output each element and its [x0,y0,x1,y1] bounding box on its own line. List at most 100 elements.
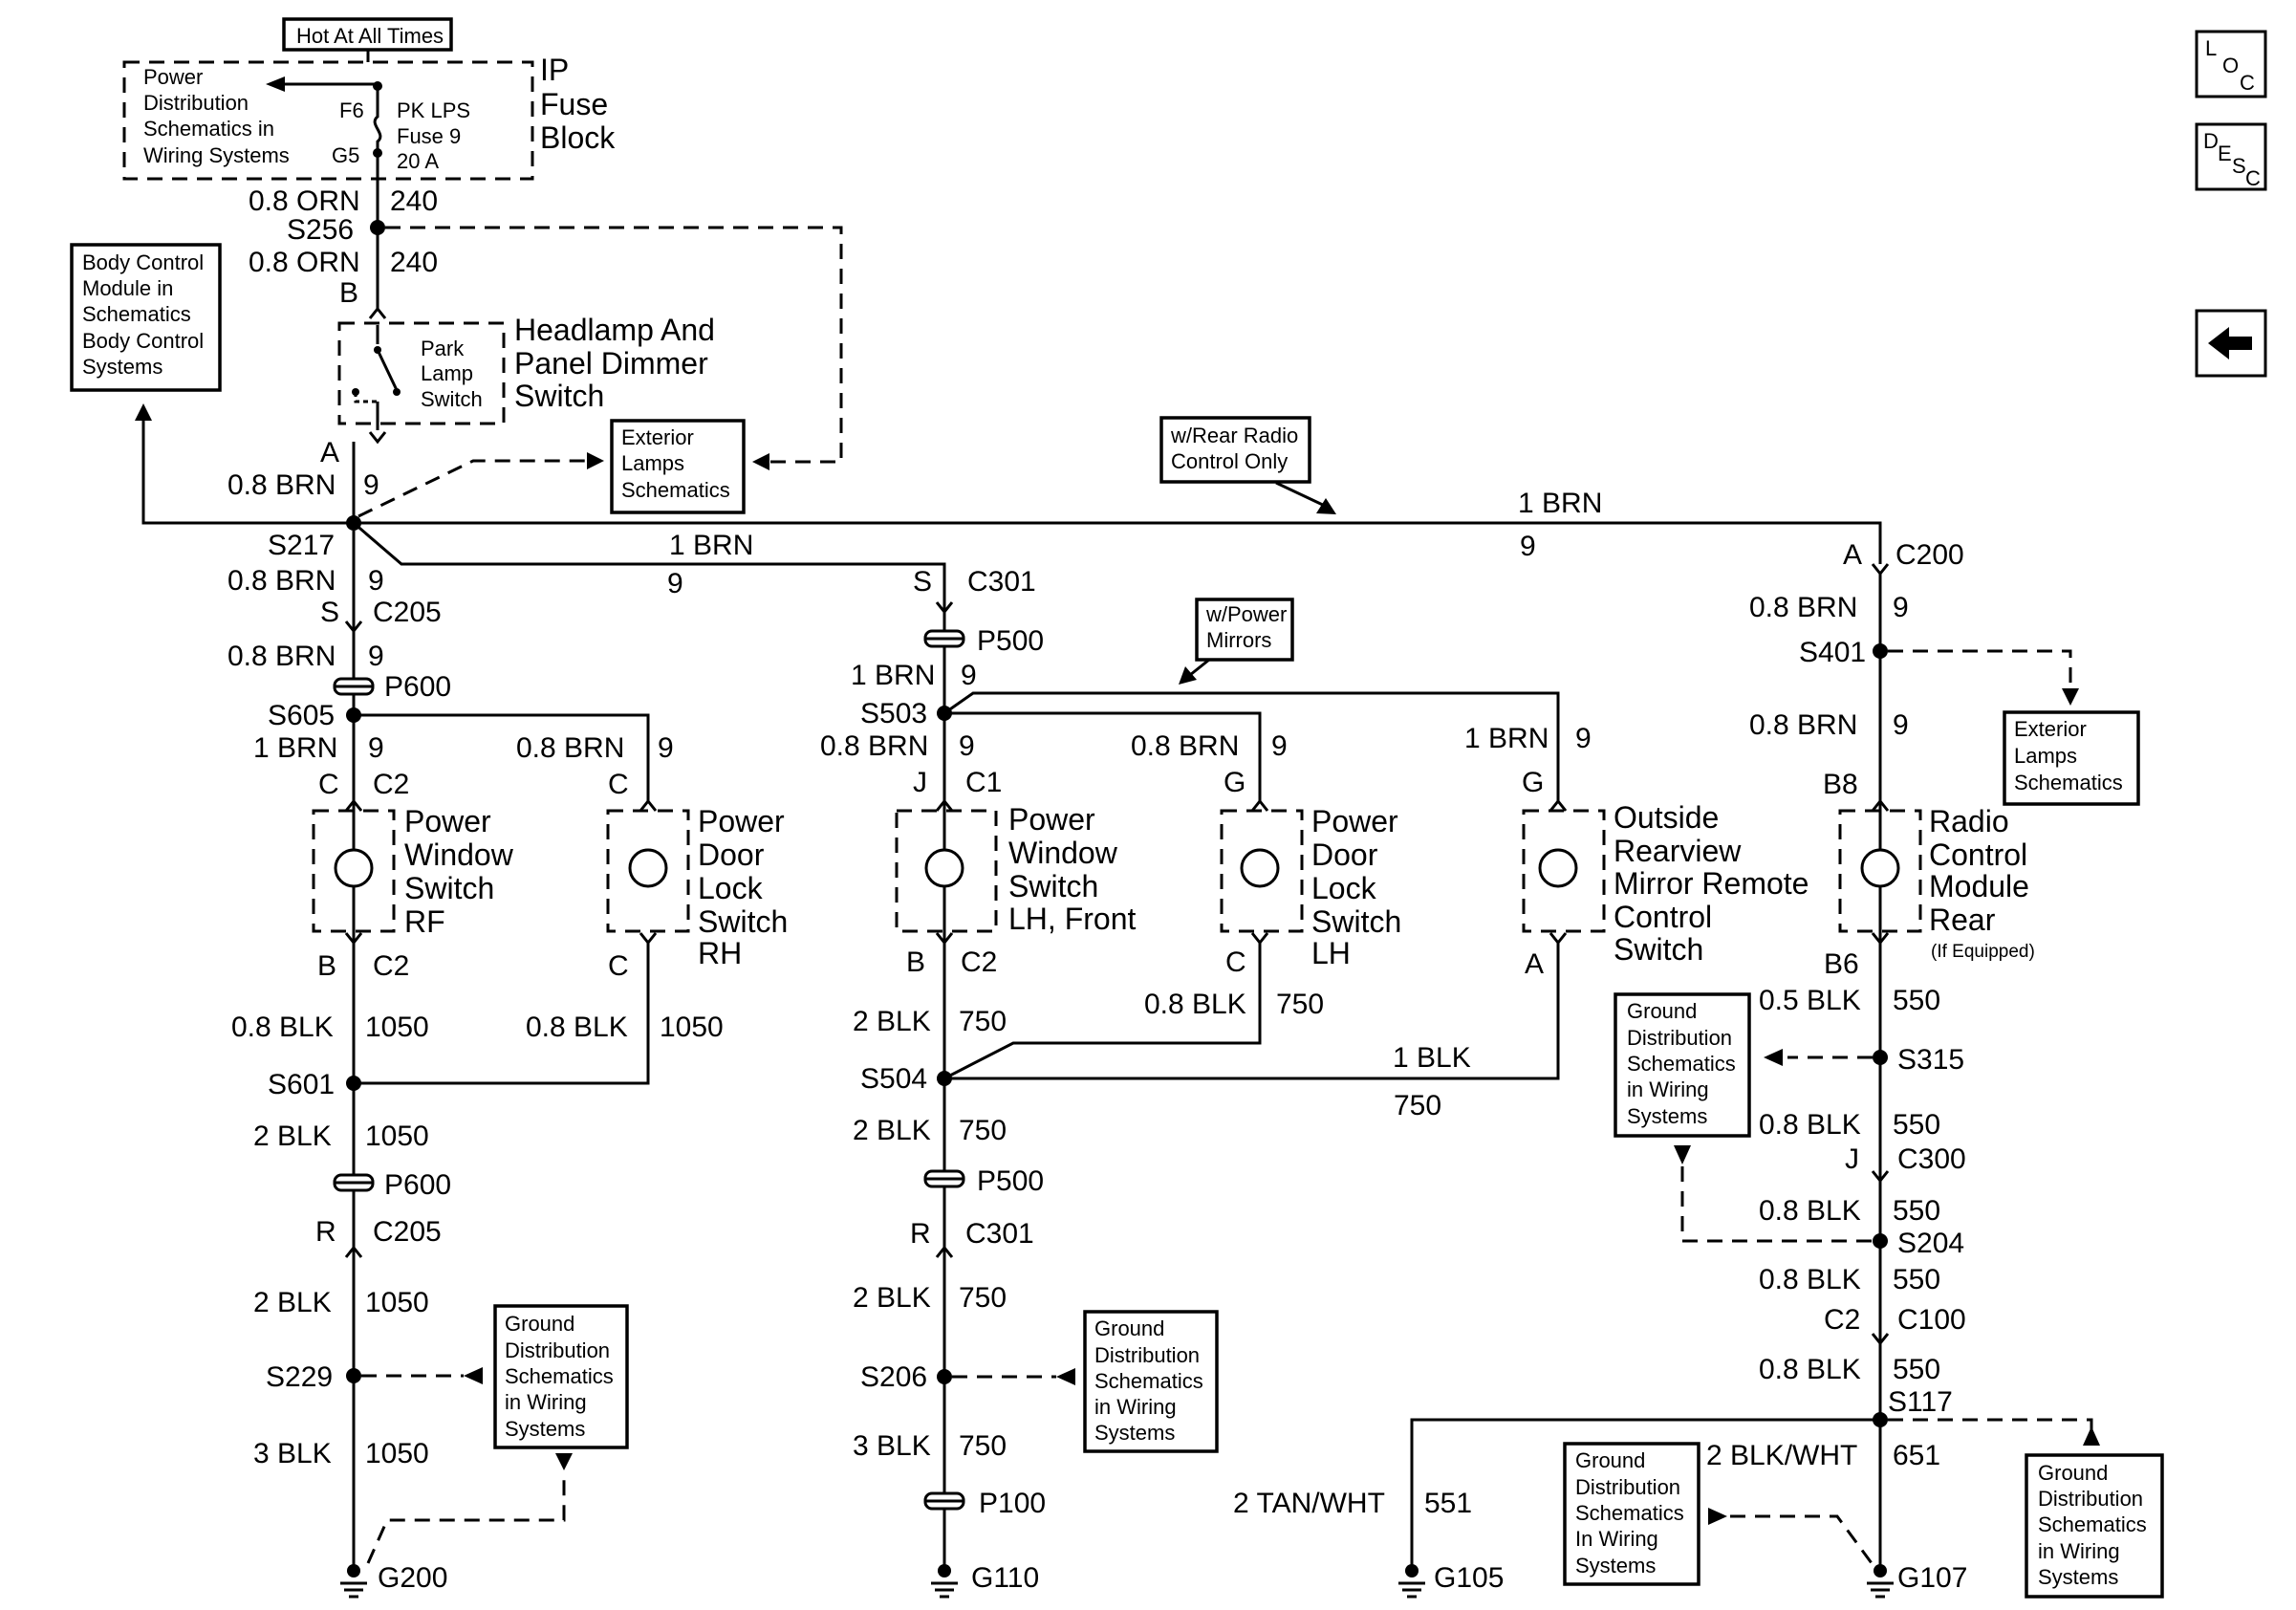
description-button[interactable]: D E S C [2195,122,2267,191]
svg-text:Lamps: Lamps [621,451,684,475]
switch-icon [924,848,964,888]
power-mirrors-option-box [1195,598,1294,662]
svg-text:In Wiring: In Wiring [1575,1527,1658,1551]
ground-label: G200 [378,1562,447,1594]
connector-icon [935,798,954,812]
circuit-label: 551 [1424,1488,1472,1519]
svg-text:LH: LH [1311,936,1351,970]
connector-label: C1 [965,767,1002,798]
park-lamp-switch-label: Park Lamp Switch [421,337,483,411]
arrow-right-icon [587,452,604,469]
pin-label: C [608,950,629,982]
connector-icon [1871,932,1890,946]
outside-mirror-remote-switch [1522,809,1606,933]
circuit-label: 9 [1893,592,1909,623]
wire-label: 1 BRN [1518,488,1602,519]
hot-at-all-times-label: Hot At All Times [296,24,444,48]
svg-text:Door: Door [1311,838,1378,872]
connector-icon [935,601,954,615]
svg-text:RH: RH [698,936,742,970]
pass-through-p500 [923,629,965,648]
svg-text:Switch: Switch [404,871,494,905]
ground-icon [931,1564,958,1599]
pass-through-p100 [923,1491,965,1511]
pin-label: R [315,1216,336,1248]
splice-s401 [1873,643,1888,659]
circuit-label: 9 [368,565,384,597]
switch-icon [334,848,374,888]
splice-label: S503 [860,698,927,729]
svg-text:Power: Power [1311,804,1398,838]
svg-text:Mirror Remote: Mirror Remote [1614,866,1809,901]
ground-icon [1867,1564,1894,1599]
circuit-label: 750 [1394,1090,1441,1121]
pin-label: S [913,566,932,598]
svg-text:Switch: Switch [698,904,788,939]
pin-label: J [913,767,927,798]
splice-label: S204 [1897,1228,1964,1259]
power-distribution-ref: Power Distribution Schematics in Wiring … [143,65,290,167]
svg-text:Schematics: Schematics [82,302,191,326]
svg-text:w/Power: w/Power [1205,602,1287,626]
svg-text:Schematics: Schematics [2038,1512,2147,1536]
circuit-label: 9 [368,732,384,764]
fuse-symbol [373,88,382,153]
svg-text:RF: RF [404,904,445,939]
svg-text:w/Rear Radio: w/Rear Radio [1170,424,1298,447]
connector-label: C2 [961,946,997,978]
svg-text:Ground: Ground [1575,1448,1645,1472]
ground-distribution-ref-box [493,1304,629,1449]
svg-text:Body Control: Body Control [82,250,204,274]
arrow-left-icon [1056,1368,1075,1385]
svg-text:Exterior: Exterior [2014,717,2087,741]
circuit-label: 9 [1893,709,1909,741]
svg-text:Outside: Outside [1614,800,1719,835]
pin-b: B [339,277,358,309]
circuit-label: 1050 [365,1287,429,1318]
svg-text:Radio: Radio [1929,804,2009,838]
circuit-label: 550 [1893,1195,1940,1227]
svg-text:Power: Power [1008,802,1095,837]
connector-label: C205 [373,597,442,628]
wire-label: 0.8 BRN [227,469,336,501]
wire-label: 3 BLK [253,1438,332,1469]
wire-label: 1 BRN [669,530,753,561]
svg-text:Switch: Switch [514,379,604,413]
connector-label: C100 [1897,1304,1966,1336]
pin-label: R [910,1218,931,1250]
svg-text:Door: Door [698,838,765,872]
svg-text:Lock: Lock [698,871,764,905]
svg-text:Schematics: Schematics [1094,1369,1203,1393]
circuit-label: 1050 [660,1012,724,1043]
ground-icon [1398,1564,1425,1599]
fuse-label: PK LPS Fuse 9 20 A [397,98,470,173]
circuit-label: 9 [368,641,384,672]
svg-text:Power: Power [404,804,491,838]
svg-text:in Wiring: in Wiring [2038,1539,2120,1563]
power-door-lock-switch-lh-label: Power Door Lock Switch LH [1311,804,1401,970]
splice-label: S217 [268,530,335,561]
connector-icon [1549,932,1568,946]
connector-icon [344,1245,363,1258]
circuit-label: 750 [959,1430,1007,1462]
svg-text:Distribution: Distribution [1094,1343,1200,1367]
ground-distribution-ref-box [1563,1442,1700,1586]
connector-label: C301 [967,566,1036,598]
wire-label: 1 BRN [253,732,337,764]
svg-text:Exterior: Exterior [621,425,694,449]
svg-text:Lock: Lock [1311,871,1377,905]
svg-text:O: O [2222,54,2239,77]
splice-label: S605 [268,700,335,731]
svg-text:Ground: Ground [505,1312,574,1336]
wire-label: 0.8 BRN [1131,730,1239,762]
back-button[interactable] [2195,309,2267,378]
connector-icon [639,932,658,946]
pass-through-p500 [923,1169,965,1188]
circuit-label: 651 [1893,1440,1940,1471]
wire-label: 0.8 BLK [1759,1195,1861,1227]
svg-text:Ground: Ground [1094,1316,1164,1340]
location-button[interactable]: L O C [2195,30,2267,98]
svg-text:LH, Front: LH, Front [1008,902,1136,936]
pin-label: B [317,950,336,982]
arrow-left-icon [464,1367,483,1384]
